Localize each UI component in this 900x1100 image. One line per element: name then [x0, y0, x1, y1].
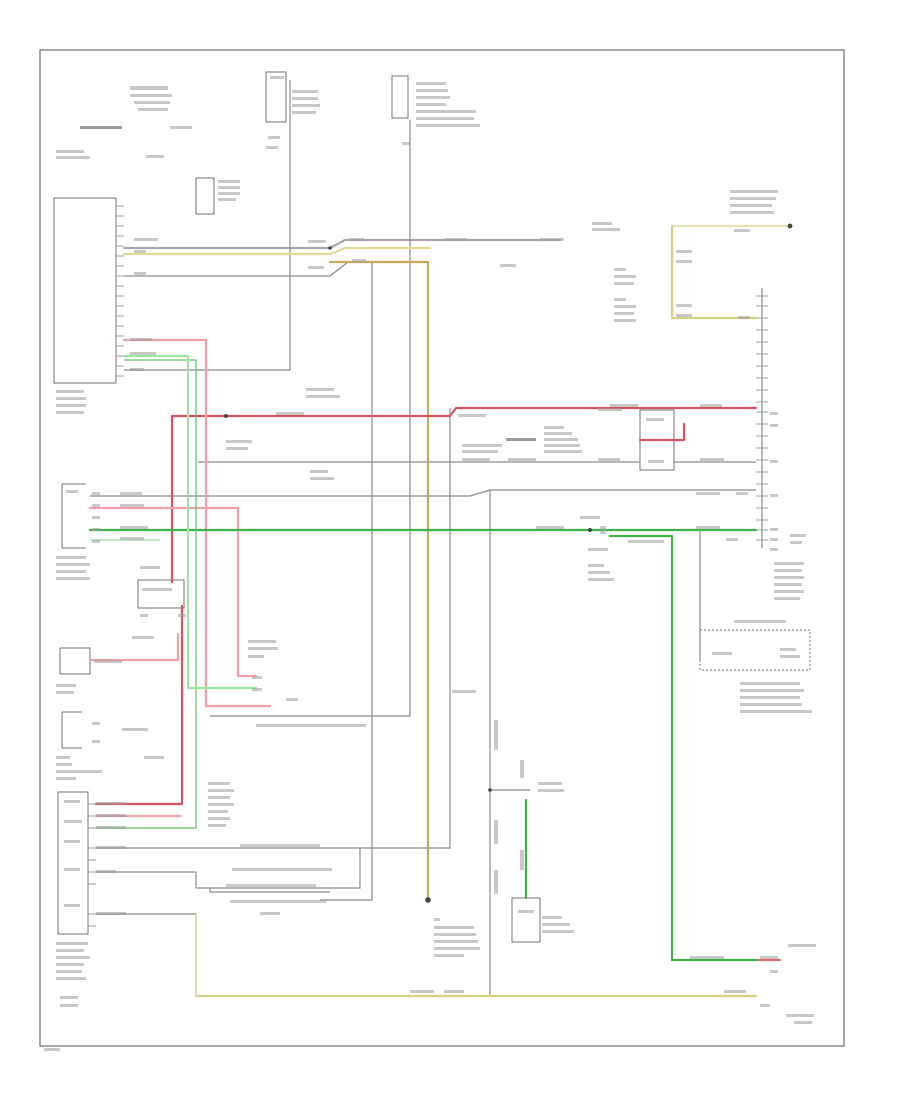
- component-lower-sensor: [511, 897, 541, 943]
- wire-gray-mid-2: [90, 489, 756, 497]
- wire-tan-vertical: [328, 260, 430, 900]
- component-left-sensor-b: [61, 711, 82, 749]
- junction-node-green: [588, 528, 592, 532]
- wire-gray-sensor-drop: [210, 120, 411, 717]
- component-relay-block: [137, 579, 185, 609]
- wire-gray-top-1: [122, 238, 562, 250]
- component-right-module: [756, 288, 768, 548]
- component-left-switch-a: [59, 647, 91, 675]
- junction-node-center: [488, 788, 492, 792]
- wire-yellow-right: [670, 224, 758, 320]
- illegible-label-marks: [44, 76, 816, 1051]
- component-top-fuse: [265, 71, 287, 123]
- wire-gray-vertical-fuse: [124, 80, 291, 371]
- component-top-sensor: [391, 75, 409, 119]
- wire-gray-lower-4: [96, 913, 430, 997]
- wire-red-relay: [638, 422, 686, 442]
- junction-node-lower: [425, 897, 431, 903]
- wire-green-left-vertical: [96, 359, 197, 829]
- wire-pink-left: [122, 338, 272, 708]
- wire-yellow-top: [122, 246, 432, 256]
- junction-node-top-right: [787, 223, 793, 229]
- junction-node-top-1: [328, 246, 332, 250]
- component-left-lower-module: [57, 791, 96, 935]
- wire-green-right: [608, 534, 758, 962]
- wire-red-lower: [94, 604, 184, 806]
- component-left-top-module: [53, 197, 124, 384]
- component-top-switch: [195, 177, 215, 215]
- wire-pink-mid: [88, 506, 258, 678]
- diagram-frame: [39, 49, 845, 1047]
- wire-gray-lower-2: [96, 848, 361, 889]
- junction-node-red: [224, 414, 228, 418]
- wire-gray-lower-vertical: [489, 490, 508, 997]
- wire-lightgreen-left: [122, 354, 258, 690]
- wire-gray-lower-1: [96, 408, 451, 849]
- component-left-mid-connector: [61, 483, 86, 549]
- wire-gray-lower-3: [209, 888, 330, 893]
